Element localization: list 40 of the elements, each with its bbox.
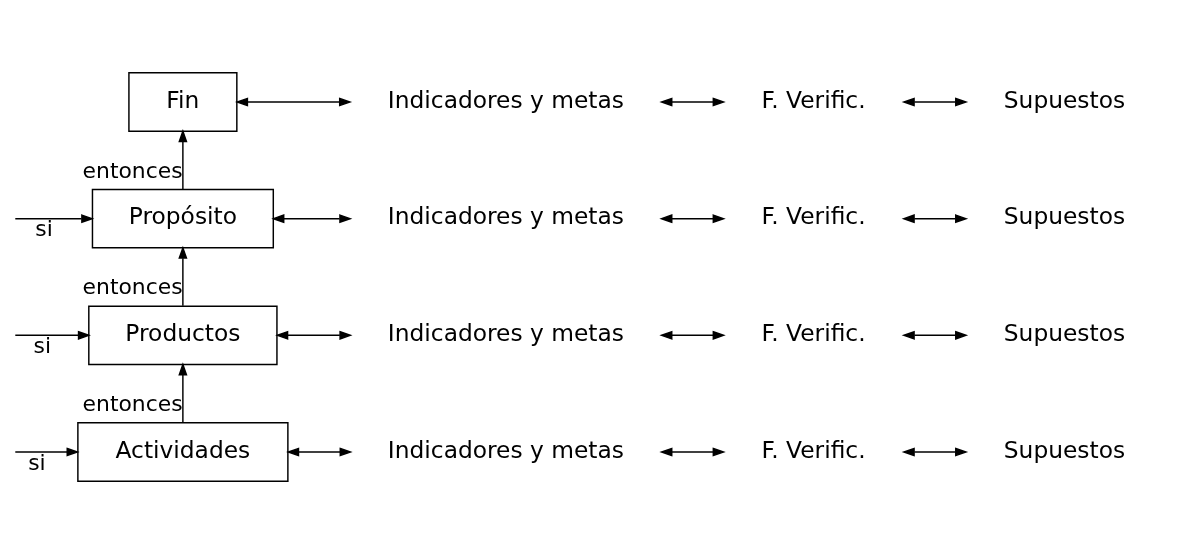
arrow: [14, 213, 95, 223]
edge-label: si: [35, 215, 53, 241]
node-text: Indicadores y metas: [387, 85, 624, 114]
node-text: F. Verific.: [761, 435, 866, 464]
node-text: Supuestos: [1003, 85, 1126, 114]
arrow: [659, 330, 726, 340]
edge-label: entonces: [82, 273, 183, 299]
arrow: [901, 446, 969, 457]
arrow: [901, 330, 969, 340]
node-text: F. Verific.: [761, 201, 866, 230]
arrow: [901, 96, 969, 107]
node-box: Productos: [88, 304, 278, 365]
arrow: [659, 213, 726, 223]
node-text: F. Verific.: [761, 85, 866, 114]
arrow: [178, 361, 188, 423]
arrow: [901, 213, 969, 223]
arrow: [271, 213, 353, 223]
node-box: Actividades: [77, 421, 289, 482]
arrow: [275, 330, 353, 340]
edge-label: entonces: [82, 157, 183, 183]
arrow: [286, 446, 353, 457]
node-text: Supuestos: [1003, 318, 1126, 347]
node-text: Indicadores y metas: [387, 318, 624, 347]
node-text: Indicadores y metas: [387, 435, 624, 464]
node-text: F. Verific.: [761, 318, 866, 347]
arrow: [178, 245, 188, 306]
node-text: Supuestos: [1003, 435, 1126, 464]
edge-label: si: [28, 449, 46, 474]
edge-label: si: [33, 332, 51, 358]
arrow: [659, 96, 726, 107]
arrow: [14, 330, 91, 340]
arrow: [178, 128, 188, 190]
node-text: Indicadores y metas: [387, 201, 624, 230]
node-box: Propósito: [91, 188, 275, 249]
arrow: [235, 96, 353, 107]
edge-label: entonces: [82, 390, 183, 416]
node-box: Fin: [128, 71, 238, 132]
arrow: [14, 446, 80, 457]
node-text: Supuestos: [1003, 201, 1126, 230]
arrow: [659, 446, 726, 457]
